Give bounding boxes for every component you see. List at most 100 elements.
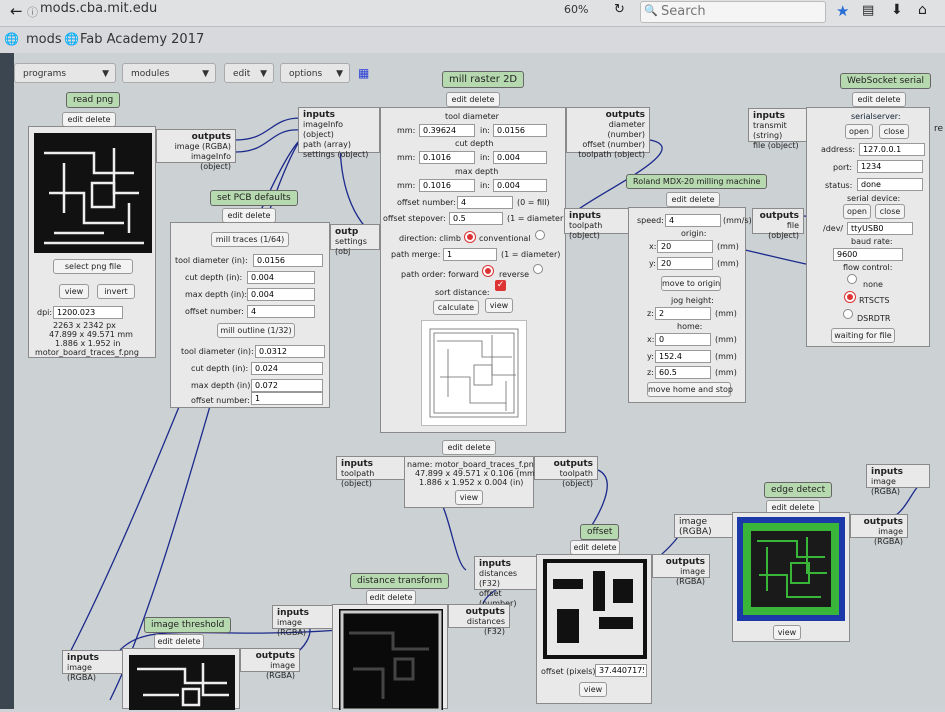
zoom-level[interactable]: 60% [564, 3, 589, 16]
menu-modules[interactable]: modules▼ [122, 63, 216, 83]
input-port[interactable]: imageInfo (object) [303, 120, 344, 139]
mill-raster-edit-delete[interactable]: edit delete [446, 92, 500, 107]
search-box[interactable]: 🔍 [640, 1, 826, 23]
traces-tool-diameter-input[interactable] [253, 254, 323, 267]
input-port[interactable]: image (RGBA) [277, 618, 306, 637]
input-port[interactable]: offset (number) [479, 589, 516, 608]
flow-dsrdtr-radio[interactable] [843, 309, 853, 319]
image-threshold-title[interactable]: image threshold [144, 617, 232, 633]
distance-transform-title[interactable]: distance transform [350, 573, 450, 589]
websocket-edit-delete[interactable]: edit delete [852, 92, 906, 107]
home-y-input[interactable] [655, 350, 711, 363]
traces-max-depth-input[interactable] [247, 288, 315, 301]
roland-title[interactable]: Roland MDX-20 milling machine [626, 174, 768, 189]
server-close-button[interactable]: close [879, 124, 909, 139]
image-threshold-inputs[interactable]: inputs image (RGBA) [62, 650, 124, 682]
view-button[interactable]: view [579, 682, 607, 697]
read-png-outputs[interactable]: outputs image (RGBA) imageInfo (object) [156, 129, 236, 171]
flow-rtscts-radio[interactable] [845, 292, 855, 302]
output-port[interactable]: settings (obj [335, 237, 367, 256]
menu-edit[interactable]: edit▼ [224, 63, 274, 83]
offset-inputs[interactable]: inputs distances (F32) offset (number) [474, 556, 538, 608]
input-port[interactable]: transmit (string) [753, 121, 787, 140]
jog-height-input[interactable] [655, 307, 711, 320]
output-port[interactable]: offset (number) [582, 140, 645, 149]
pcb-defaults-title[interactable]: set PCB defaults [210, 190, 298, 206]
output-port[interactable]: image (RGBA) [266, 661, 295, 680]
server-open-button[interactable]: open [845, 124, 873, 139]
output-port[interactable]: file (object) [768, 221, 799, 240]
mill-raster-outputs[interactable]: outputs diameter (number) offset (number… [566, 107, 650, 159]
speed-input[interactable] [665, 214, 721, 227]
offset-number-input[interactable] [457, 196, 513, 209]
offset-outputs[interactable]: outputs image (RGBA) [652, 554, 710, 586]
mill-traces-button[interactable]: mill traces (1/64) [211, 232, 289, 247]
device-close-button[interactable]: close [875, 204, 905, 219]
outline-max-depth-input[interactable] [251, 379, 323, 392]
baud-rate-input[interactable] [833, 248, 903, 261]
cut-depth-mm-input[interactable] [419, 151, 475, 164]
websocket-title[interactable]: WebSocket serial [840, 73, 932, 89]
download-icon[interactable]: ⬇ [891, 2, 903, 18]
origin-x-input[interactable] [657, 240, 713, 253]
bookmark-star-icon[interactable]: ★ [836, 2, 850, 20]
output-port[interactable]: image (RGBA) [174, 142, 231, 151]
menu-options[interactable]: options▼ [280, 63, 350, 83]
device-open-button[interactable]: open [843, 204, 871, 219]
image-threshold-edit-delete[interactable]: edit delete [154, 634, 204, 649]
home-icon[interactable]: ⌂ [918, 2, 927, 18]
offset-title[interactable]: offset [580, 524, 620, 540]
offset-pixels-input[interactable] [595, 664, 647, 677]
pcb-defaults-outputs[interactable]: outp settings (obj [330, 224, 380, 256]
input-port[interactable]: path (array) [303, 140, 351, 149]
traces-cut-depth-input[interactable] [247, 271, 315, 284]
conventional-radio[interactable] [535, 230, 545, 240]
view-toolpath-outputs[interactable]: outputs toolpath (object) [534, 456, 598, 488]
edge-detect-title[interactable]: edge detect [764, 482, 833, 498]
offset-stepover-input[interactable] [449, 212, 503, 225]
cut-depth-in-input[interactable] [493, 151, 547, 164]
reading-list-icon[interactable]: ▤ [862, 3, 875, 18]
roland-outputs[interactable]: outputs file (object) [752, 208, 804, 240]
search-input[interactable] [659, 3, 823, 20]
tool-diameter-in-input[interactable] [493, 124, 547, 137]
input-port[interactable]: image (RGBA) [67, 663, 96, 682]
output-port[interactable]: diameter (number) [607, 120, 645, 139]
outline-cut-depth-input[interactable] [251, 362, 323, 375]
read-png-edit-delete[interactable]: edit delete [62, 112, 116, 127]
output-port[interactable]: image (RGBA) [676, 567, 705, 586]
address-input[interactable] [859, 143, 925, 156]
roland-edit-delete[interactable]: edit delete [666, 192, 720, 207]
max-depth-mm-input[interactable] [419, 179, 475, 192]
input-port[interactable]: file (object) [753, 141, 799, 150]
grid-icon[interactable]: ▦ [358, 66, 370, 80]
image-threshold-outputs[interactable]: outputs image (RGBA) [240, 648, 300, 680]
output-port[interactable]: image (RGBA) [874, 527, 903, 546]
input-port[interactable]: toolpath (object) [569, 221, 603, 240]
forward-radio[interactable] [483, 266, 493, 276]
menu-programs[interactable]: programs▼ [14, 63, 116, 83]
sort-distance-checkbox[interactable]: ✓ [495, 280, 506, 291]
invert-button[interactable]: invert [97, 284, 135, 299]
distance-transform-edit-delete[interactable]: edit delete [366, 590, 416, 605]
outline-tool-diameter-input[interactable] [255, 345, 325, 358]
dpi-input[interactable] [53, 306, 123, 319]
view-button[interactable]: view [455, 490, 483, 505]
tab-fab-academy[interactable]: Fab Academy 2017 [80, 32, 205, 47]
output-port[interactable]: distances (F32) [466, 617, 505, 636]
port-input[interactable] [857, 160, 923, 173]
output-port[interactable]: toolpath (object) [559, 469, 593, 488]
output-port[interactable]: imageInfo (object) [190, 152, 231, 171]
view-button[interactable]: view [773, 625, 801, 640]
mill-raster-inputs[interactable]: inputs imageInfo (object) path (array) s… [298, 107, 380, 159]
back-arrow-icon[interactable]: ← [10, 2, 23, 20]
select-png-file-button[interactable]: select png file [53, 259, 133, 274]
dev-input[interactable] [847, 222, 913, 235]
offset-edit-delete[interactable]: edit delete [570, 540, 620, 555]
traces-offset-number-input[interactable] [247, 305, 315, 318]
pcb-defaults-edit-delete[interactable]: edit delete [222, 208, 276, 223]
view-toolpath-inputs[interactable]: inputs toolpath (object) [336, 456, 406, 488]
input-port[interactable]: distances (F32) [479, 569, 518, 588]
distance-transform-outputs[interactable]: outputs distances (F32) [448, 604, 510, 636]
input-port[interactable]: settings (object) [303, 150, 369, 159]
